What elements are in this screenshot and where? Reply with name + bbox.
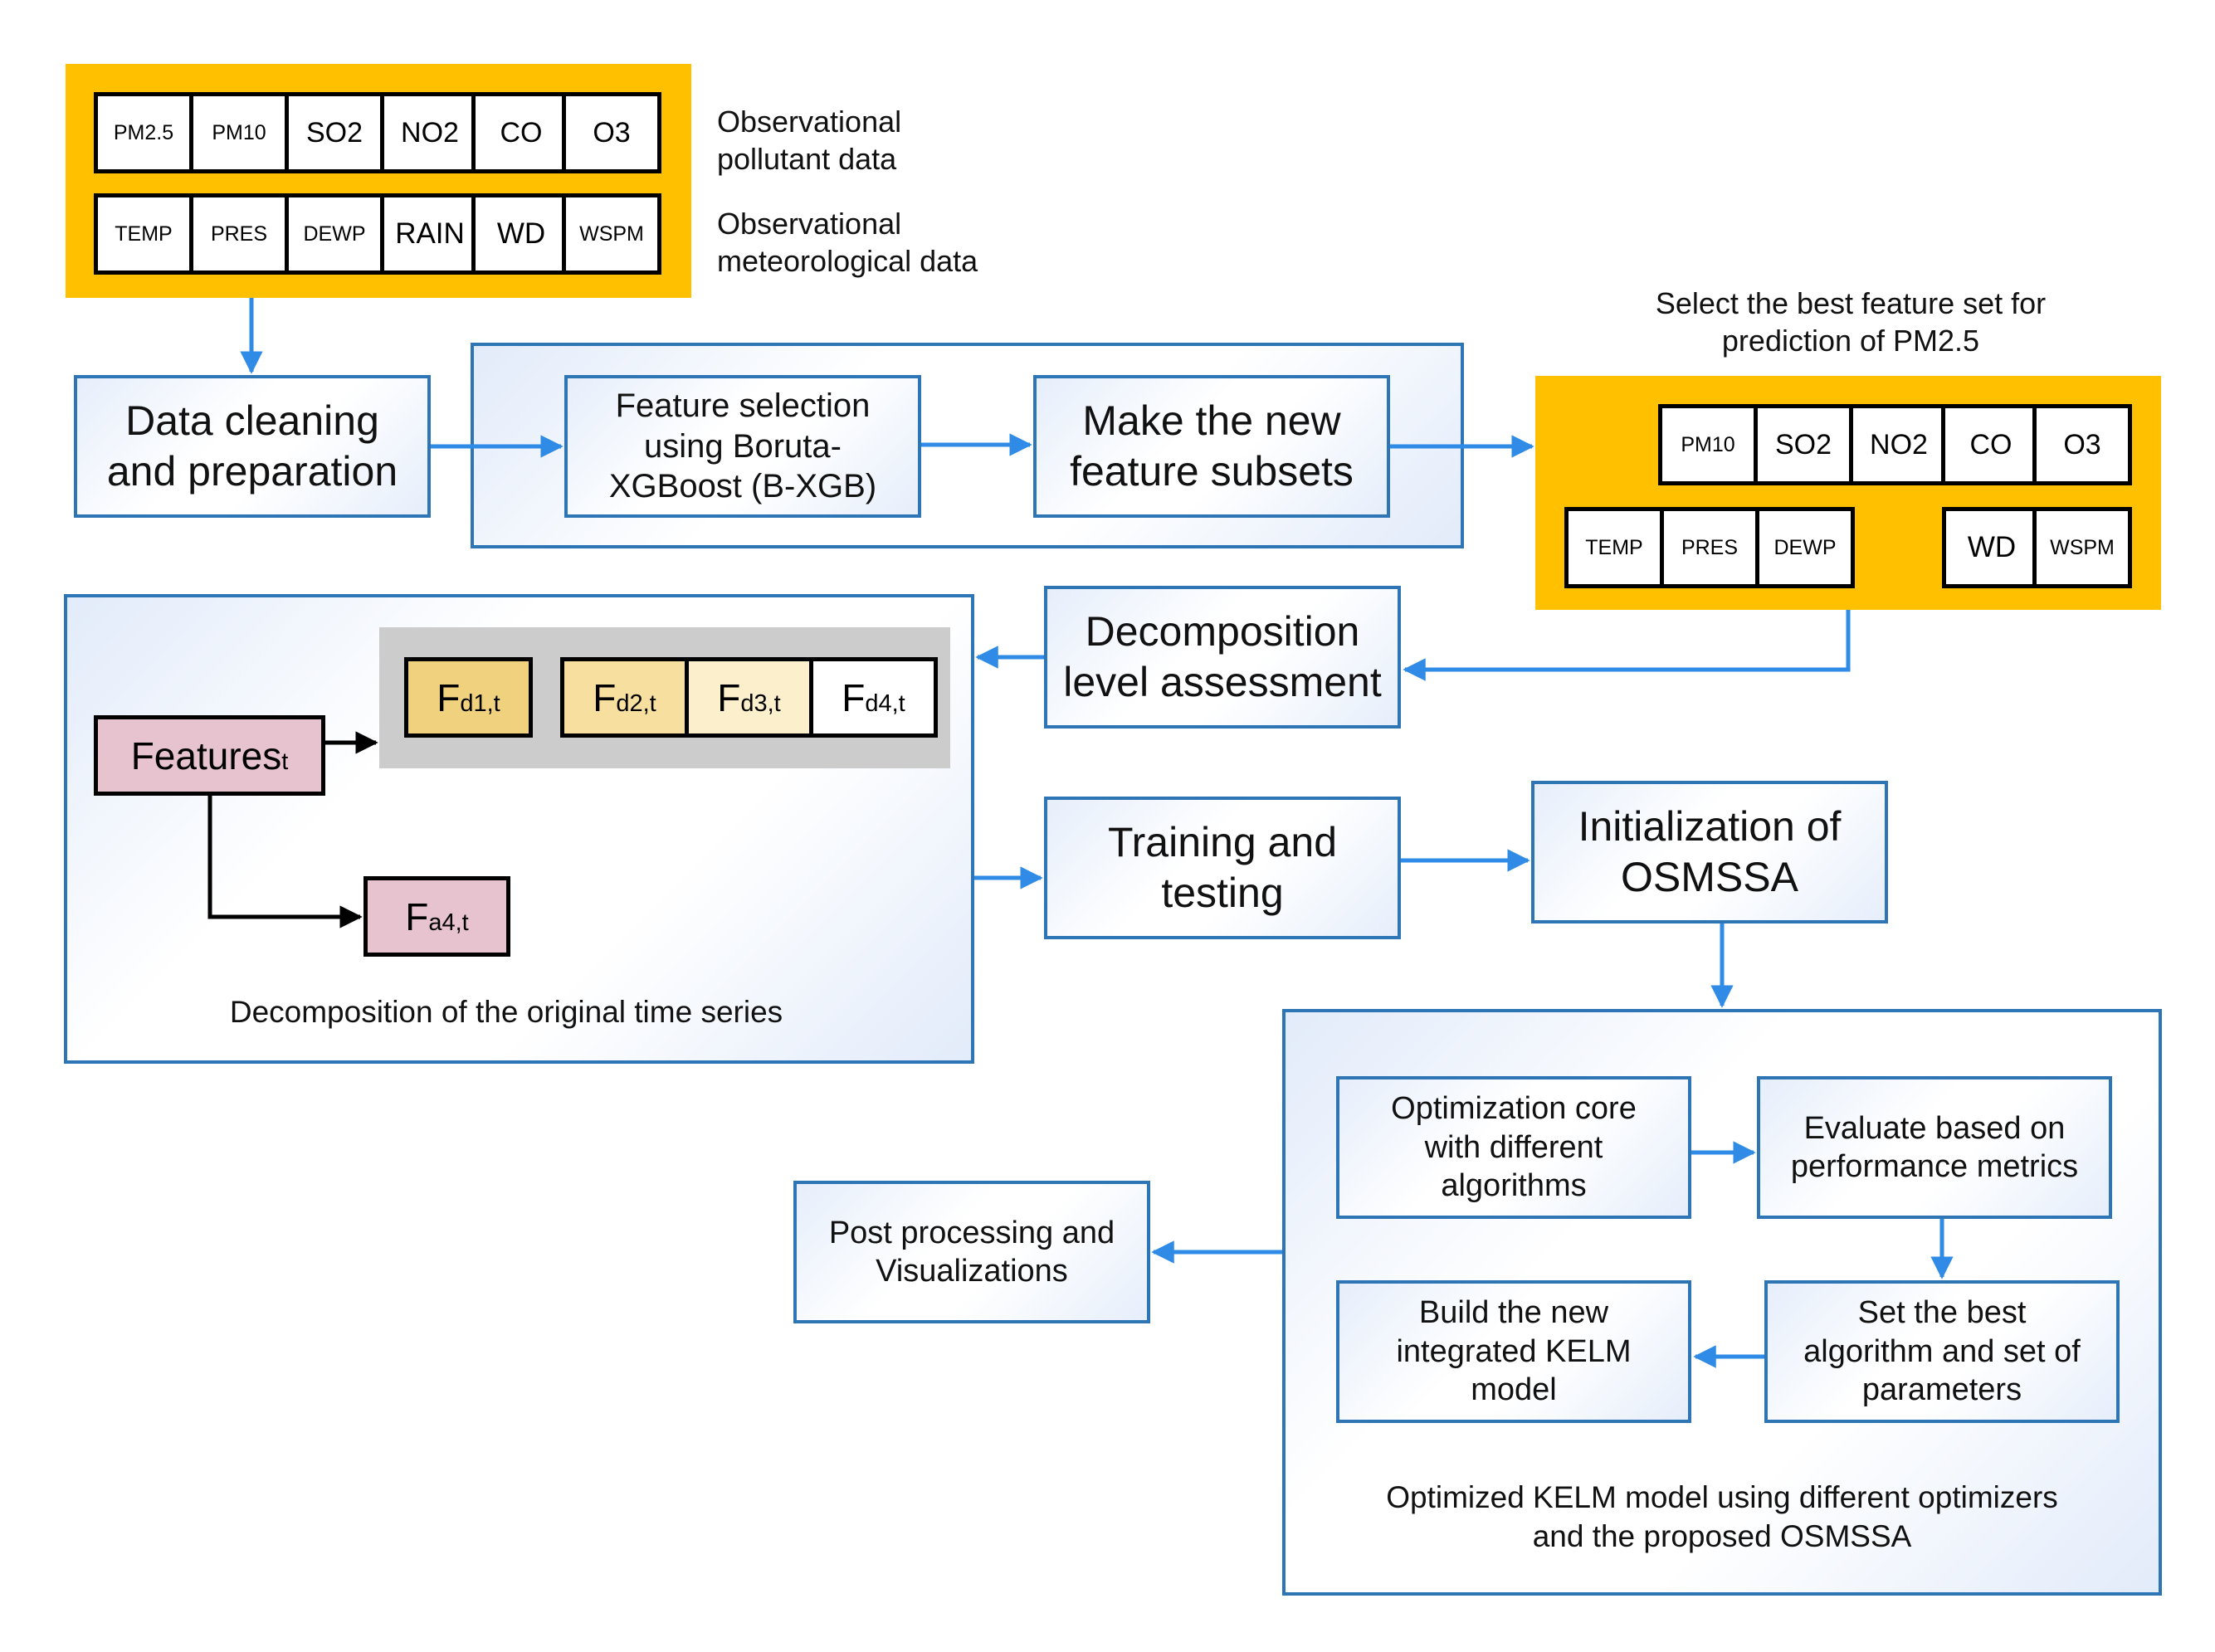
training-testing-box: Training and testing — [1044, 797, 1401, 939]
feature-selection-box: Feature selection using Boruta- XGBoost … — [564, 375, 921, 518]
select-best-feature-set-label: Select the best feature set for predicti… — [1655, 286, 2047, 358]
pollutant-cell: CO — [471, 92, 571, 173]
evaluate-metrics-box: Evaluate based on performance metrics — [1757, 1076, 2112, 1219]
selected-pollutant-cell: SO2 — [1754, 404, 1853, 485]
pollutant-cell: O3 — [562, 92, 661, 173]
selected-pollutant-cell: O3 — [2032, 404, 2132, 485]
build-kelm-text: Build the new integrated KELM model — [1396, 1295, 1632, 1408]
meteorological-cell: WSPM — [562, 193, 661, 275]
pollutant-cell: NO2 — [380, 92, 480, 173]
initialization-osmssa-text: Initialization of OSMSSA — [1578, 803, 1842, 900]
set-best-algorithm-text: Set the best algorithm and set of parame… — [1803, 1295, 2081, 1408]
new-feature-subsets-box: Make the new feature subsets — [1033, 375, 1390, 518]
meteorological-cell: DEWP — [285, 193, 384, 275]
observational-pollutant-label: Observational pollutant data — [717, 105, 902, 177]
pollutant-cell: PM2.5 — [94, 92, 193, 173]
kelm-caption: Optimized KELM model using different opt… — [1386, 1480, 2058, 1553]
selected-meteorological-cell: WD — [1942, 507, 2042, 588]
pollutant-cell: PM10 — [189, 92, 289, 173]
selected-pollutant-cell: PM10 — [1658, 404, 1758, 485]
pollutant-cell: SO2 — [285, 92, 384, 173]
meteorological-cell: TEMP — [94, 193, 193, 275]
post-processing-box: Post processing and Visualizations — [793, 1181, 1150, 1323]
data-cleaning-box: Data cleaning and preparation — [74, 375, 431, 518]
new-feature-subsets-text: Make the new feature subsets — [1070, 397, 1354, 495]
selected-meteorological-cell: PRES — [1660, 507, 1759, 588]
selected-meteorological-cell: DEWP — [1755, 507, 1855, 588]
post-processing-text: Post processing and Visualizations — [828, 1215, 1115, 1289]
optimization-core-box: Optimization core with different algorit… — [1336, 1076, 1691, 1219]
meteorological-cell: RAIN — [380, 193, 480, 275]
set-best-algorithm-box: Set the best algorithm and set of parame… — [1764, 1280, 2120, 1423]
selected-meteorological-cell: TEMP — [1564, 507, 1664, 588]
meteorological-cell: PRES — [189, 193, 289, 275]
training-testing-text: Training and testing — [1107, 819, 1338, 916]
feature-selection-text: Feature selection using Boruta- XGBoost … — [608, 387, 877, 505]
data-cleaning-text: Data cleaning and preparation — [106, 397, 398, 495]
decomposition-caption: Decomposition of the original time serie… — [229, 995, 783, 1029]
decomposition-level-box: Decomposition level assessment — [1044, 586, 1401, 729]
meteorological-cell: WD — [471, 193, 571, 275]
selected-pollutant-cell: CO — [1941, 404, 2041, 485]
optimization-core-text: Optimization core with different algorit… — [1391, 1091, 1637, 1204]
selected-meteorological-cell: WSPM — [2032, 507, 2132, 588]
observational-meteorological-label: Observational meteorological data — [717, 207, 978, 279]
evaluate-metrics-text: Evaluate based on performance metrics — [1790, 1110, 2079, 1184]
build-kelm-box: Build the new integrated KELM model — [1336, 1280, 1691, 1423]
arrow-selected-features-to-decomposition-level — [1403, 610, 1851, 681]
selected-pollutant-cell: NO2 — [1849, 404, 1949, 485]
decomposition-level-text: Decomposition level assessment — [1063, 608, 1382, 705]
initialization-osmssa-box: Initialization of OSMSSA — [1531, 781, 1888, 923]
